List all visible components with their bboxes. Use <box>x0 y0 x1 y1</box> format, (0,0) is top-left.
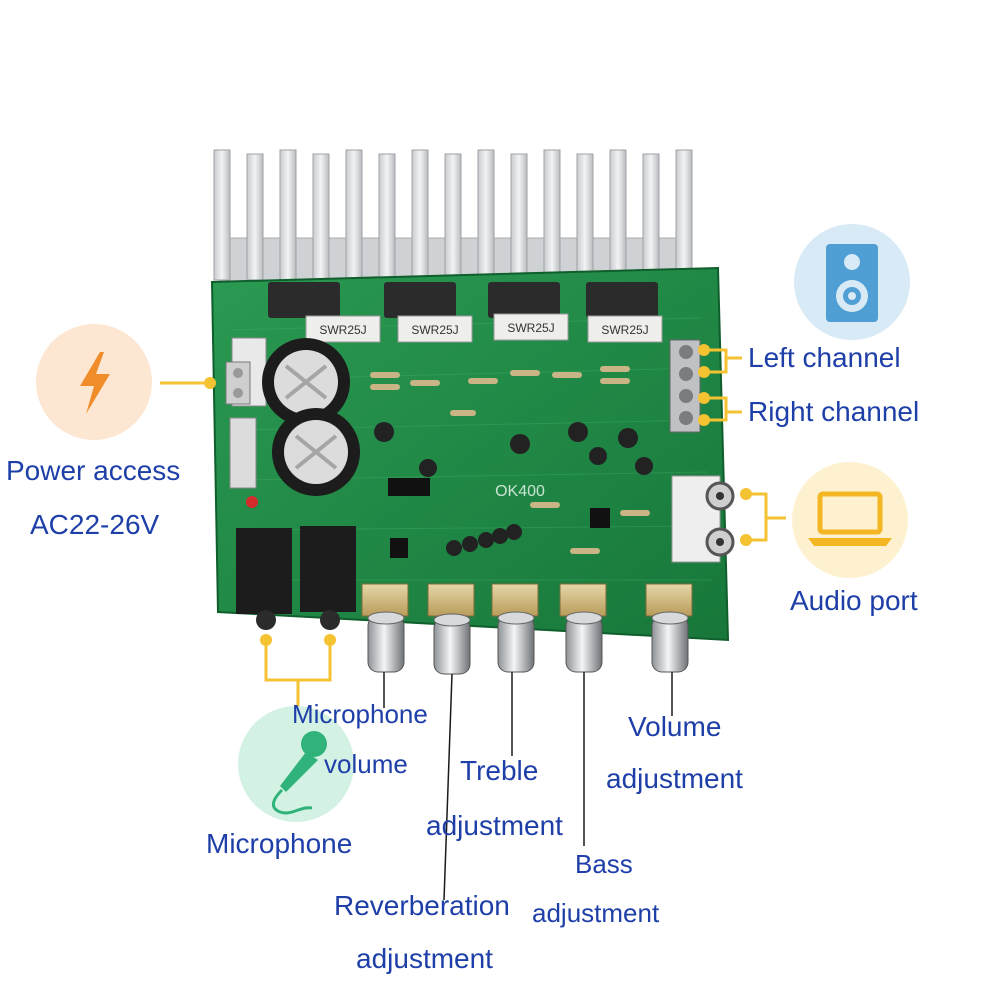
knob-microphone-volume[interactable] <box>367 611 405 673</box>
circuit-board: SWR25J SWR25J SWR25J SWR25J <box>210 266 735 642</box>
label-volume-1: Volume <box>628 711 722 742</box>
heatsink-fin <box>411 149 429 281</box>
knob-treble[interactable] <box>497 611 535 673</box>
potentiometers <box>361 583 693 617</box>
resistor-marking-4: SWR25J <box>601 323 648 337</box>
heatsink-fins <box>213 149 693 281</box>
knob-volume[interactable] <box>651 611 689 673</box>
heatsink-fin <box>543 149 561 281</box>
heatsink-fin <box>213 149 231 281</box>
heatsink-fin <box>378 153 396 281</box>
speaker-terminals <box>669 339 701 433</box>
microphone-jacks <box>236 526 356 630</box>
laptop-icon <box>792 462 908 578</box>
ic-chips <box>388 478 610 558</box>
label-power-access: Power access <box>6 455 181 486</box>
knob-bass[interactable] <box>565 611 603 673</box>
label-mic-volume-2: volume <box>324 749 408 779</box>
callout-lines <box>160 348 786 708</box>
label-power-voltage: AC22-26V <box>30 509 160 540</box>
resistor-rows <box>370 366 650 554</box>
heatsink-fin <box>444 153 462 281</box>
heatsink-fin <box>642 153 660 281</box>
heatsink-fin <box>345 149 363 281</box>
heatsink-fin <box>609 149 627 281</box>
label-treble-1: Treble <box>460 755 539 786</box>
heatsink-fin <box>576 153 594 281</box>
power-terminal <box>225 361 251 405</box>
label-right-channel: Right channel <box>748 396 920 427</box>
callout-dots <box>204 344 752 646</box>
lightning-bolt-icon <box>36 324 152 440</box>
rca-connector <box>671 475 735 563</box>
label-mic-volume-1: Microphone <box>292 699 428 729</box>
microphone-icon <box>238 706 354 822</box>
resistor-marking-1: SWR25J <box>319 323 366 337</box>
label-volume-2: adjustment <box>606 763 743 794</box>
heatsink-fin <box>675 149 693 281</box>
label-reverb-2: adjustment <box>356 943 493 974</box>
small-capacitors <box>374 422 653 556</box>
label-treble-2: adjustment <box>426 810 563 841</box>
heatsink-fin <box>312 153 330 281</box>
heatsink-fin <box>477 149 495 281</box>
ceramic-resistors: SWR25J SWR25J SWR25J SWR25J <box>305 313 663 343</box>
board-model-marking: OK400 <box>495 483 545 500</box>
filter-capacitors <box>262 338 360 496</box>
label-left-channel: Left channel <box>748 342 901 373</box>
label-microphone: Microphone <box>206 828 353 859</box>
heatsink-fin <box>279 149 297 281</box>
power-led <box>246 496 258 508</box>
speaker-icon <box>794 224 910 340</box>
fuse <box>229 417 257 489</box>
label-bass-2: adjustment <box>532 898 660 928</box>
knob-leader-lines <box>383 672 673 901</box>
knob-reverberation[interactable] <box>433 613 471 675</box>
resistor-marking-2: SWR25J <box>411 323 458 337</box>
label-reverb-1: Reverberation <box>334 890 510 921</box>
power-transistors <box>268 282 658 318</box>
heatsink-fin <box>246 153 264 281</box>
label-bass-1: Bass <box>575 849 633 879</box>
heatsink-fin <box>510 153 528 281</box>
resistor-marking-3: SWR25J <box>507 321 554 335</box>
heatsink <box>213 149 693 289</box>
label-audio-port: Audio port <box>790 585 918 616</box>
